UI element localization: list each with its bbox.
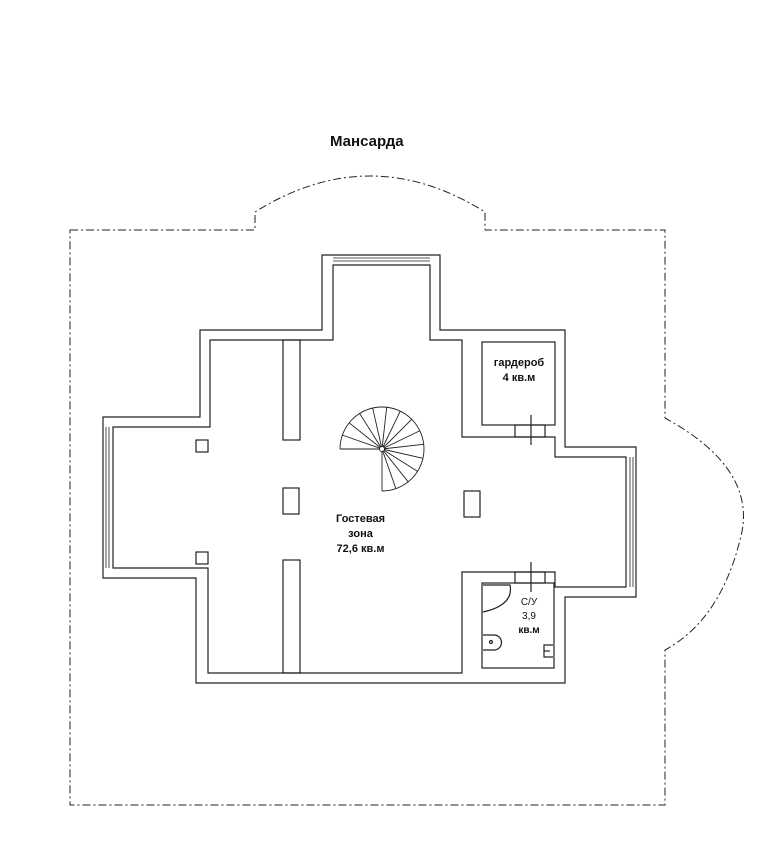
guest-zone-name2: зона <box>348 528 373 540</box>
toilet-icon <box>483 634 503 651</box>
exterior-wall-outer <box>102 254 637 684</box>
wc-label: С/У 3,9 кв.м <box>508 596 550 638</box>
pillars <box>195 439 481 565</box>
spiral-stair-icon <box>339 406 425 492</box>
shower-icon <box>482 584 512 613</box>
wardrobe-name: гардероб <box>493 357 545 369</box>
wardrobe-door <box>514 415 546 445</box>
exterior-wall-inner <box>112 264 627 674</box>
sink-icon <box>543 644 553 658</box>
guest-zone-label: Гостевая зона 72,6 кв.м <box>336 512 385 557</box>
wardrobe-label: гардероб 4 кв.м <box>485 356 553 386</box>
wc-area: 3,9 <box>522 611 536 622</box>
partition-wall-upper <box>282 339 301 441</box>
plan-title: Мансарда <box>330 133 404 150</box>
wc-unit: кв.м <box>518 625 540 636</box>
wardrobe-area: 4 кв.м <box>502 372 536 384</box>
windows <box>105 257 634 587</box>
guest-zone-area: 72,6 кв.м <box>336 543 385 555</box>
wc-door <box>514 562 546 592</box>
wc-name: С/У <box>520 597 538 608</box>
roof-outline <box>69 175 744 806</box>
guest-zone-name: Гостевая <box>336 513 386 525</box>
partition-wall-lower <box>282 559 301 674</box>
